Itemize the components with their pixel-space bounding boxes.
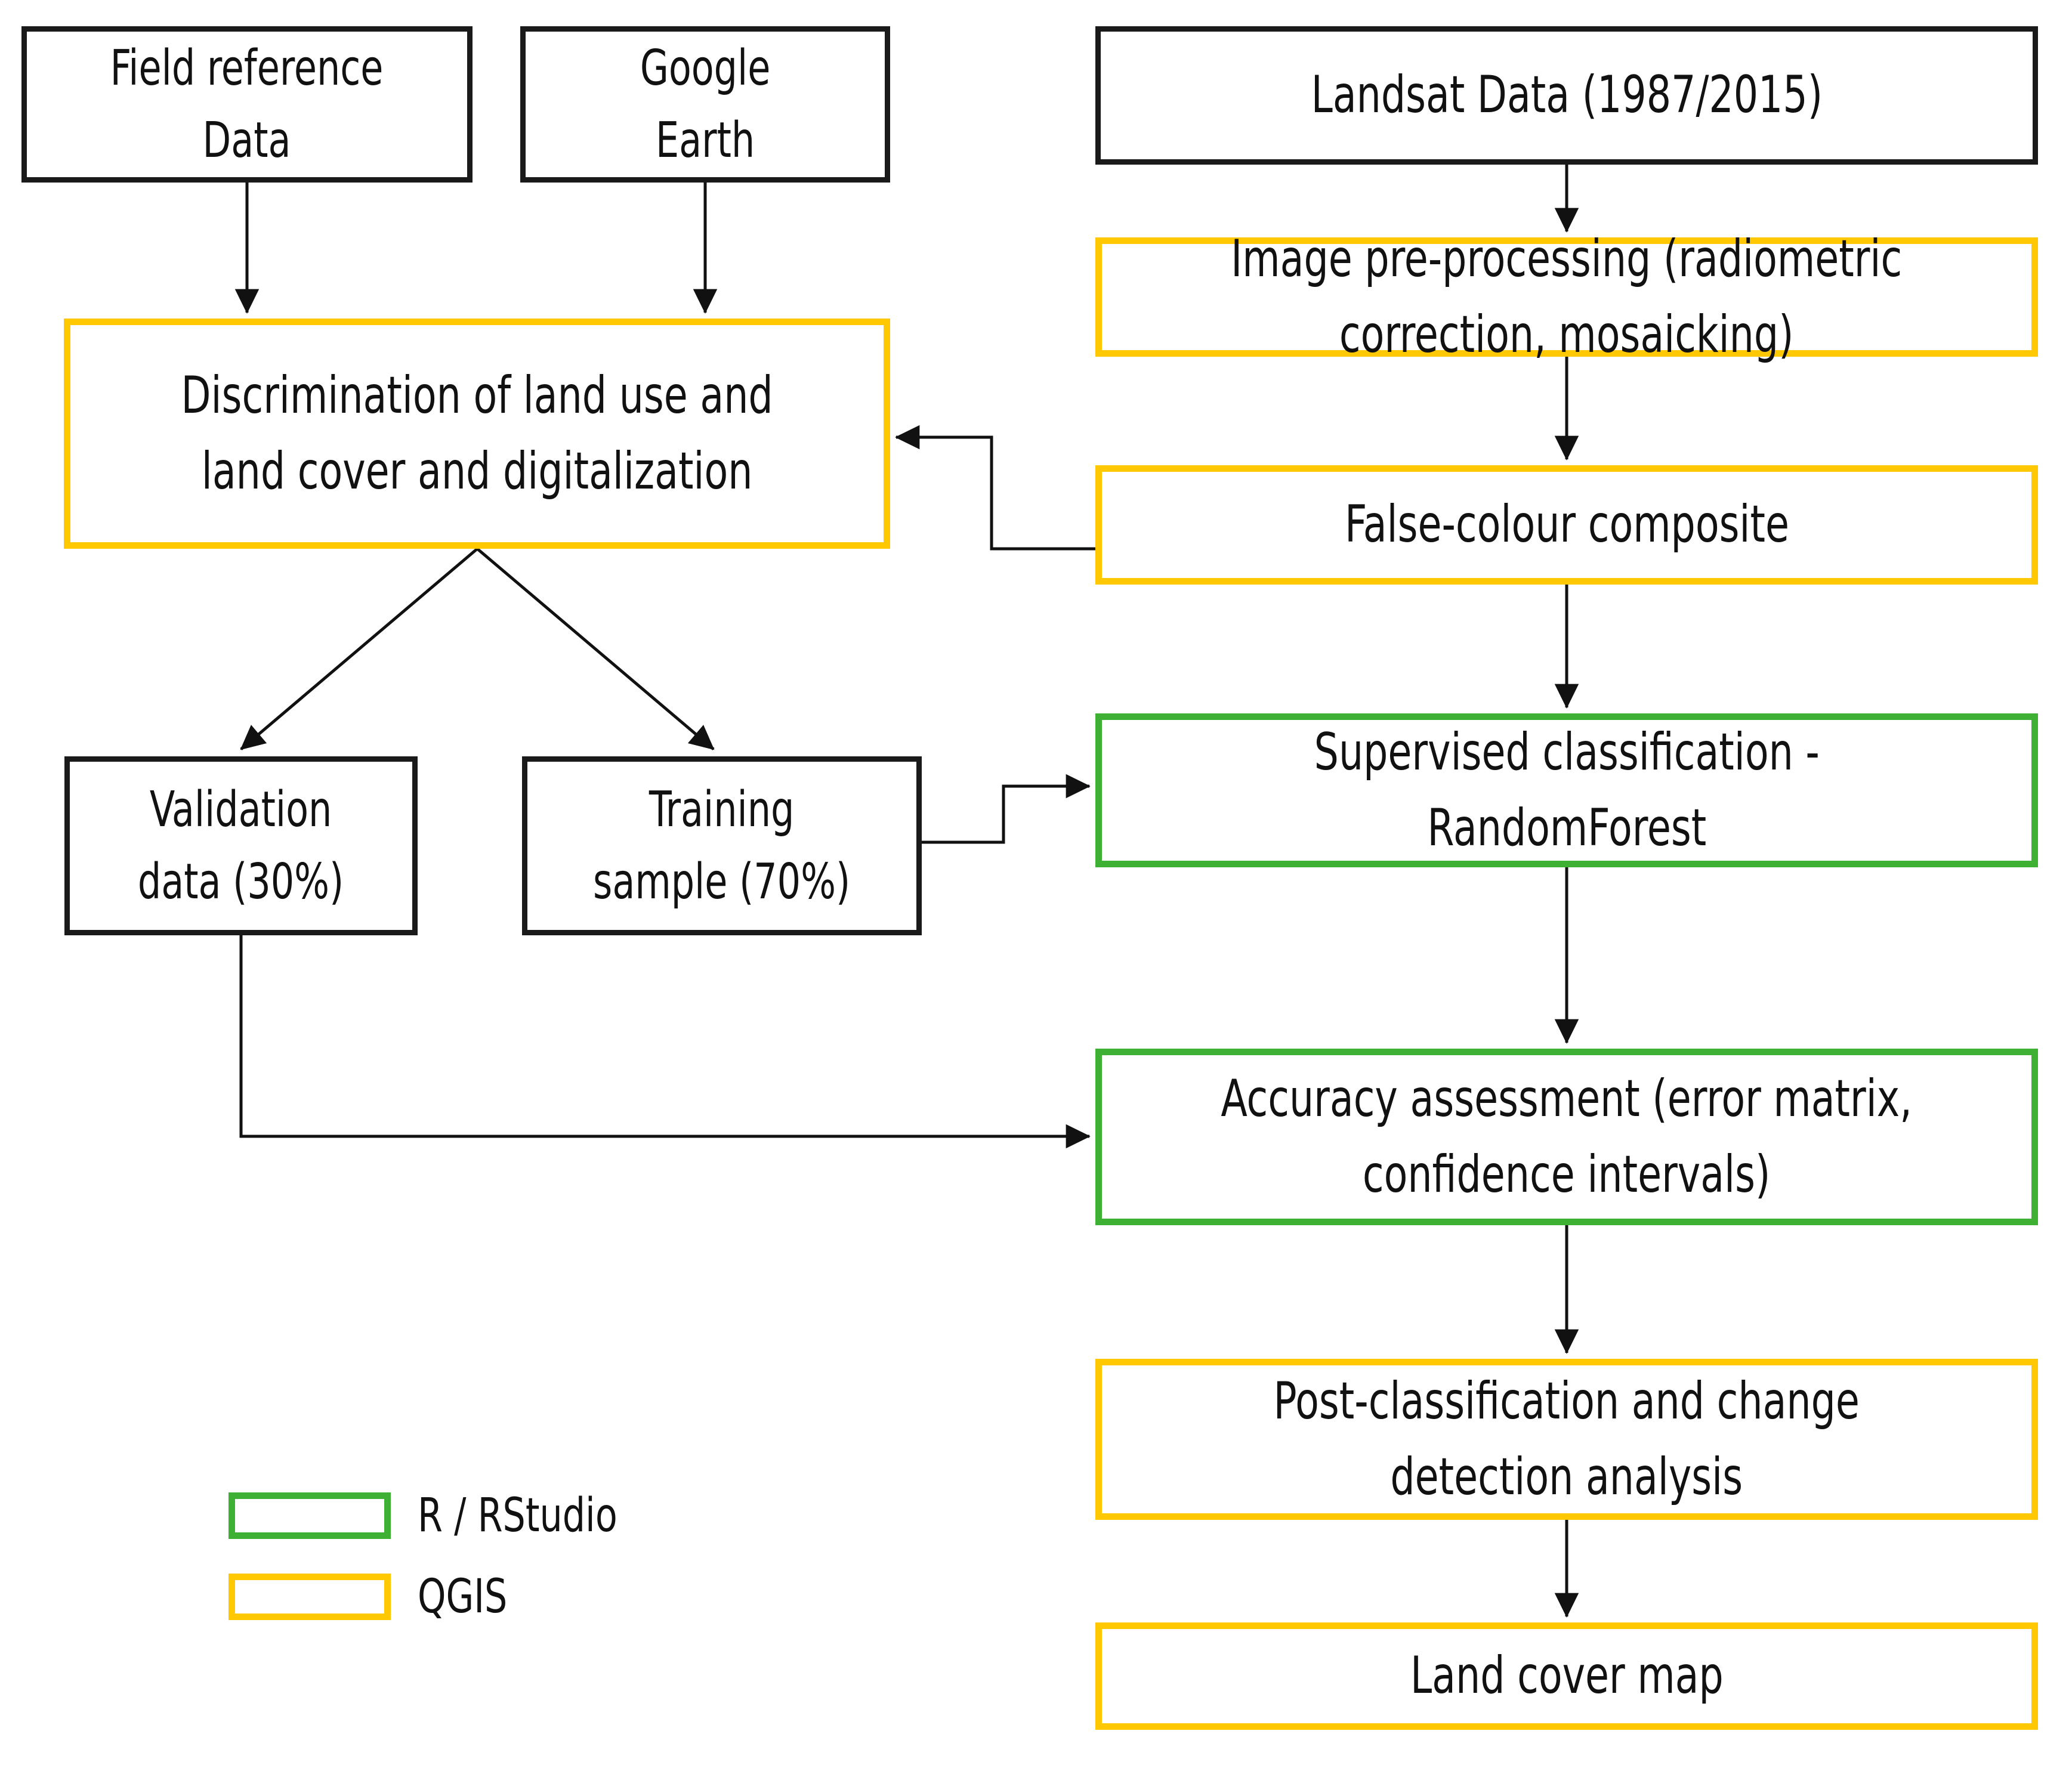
node-label: Discrimination of land use and land cove… [181, 365, 773, 501]
node-label: Training sample (70%) [593, 781, 851, 910]
connector-discrimination-to-training [476, 548, 715, 750]
node-supervised-classification[interactable]: Supervised classification - RandomForest [1095, 713, 2038, 867]
node-training-sample[interactable]: Training sample (70%) [522, 756, 922, 935]
node-label: Validation data (30%) [138, 781, 344, 910]
node-discrimination[interactable]: Discrimination of land use and land cove… [64, 319, 890, 549]
node-label: Supervised classification - RandomForest [1314, 722, 1820, 858]
node-validation-data[interactable]: Validation data (30%) [64, 756, 418, 935]
legend-text: QGIS [418, 1570, 508, 1624]
node-label: Field reference Data [110, 39, 384, 169]
node-accuracy-assessment[interactable]: Accuracy assessment (error matrix, confi… [1095, 1049, 2038, 1225]
node-label: Post-classification and change detection… [1273, 1371, 1860, 1507]
node-field-reference-data[interactable]: Field reference Data [21, 26, 473, 183]
node-label: Accuracy assessment (error matrix, confi… [1221, 1068, 1913, 1204]
node-landsat-data[interactable]: Landsat Data (1987/2015) [1095, 26, 2038, 165]
node-google-earth[interactable]: Google Earth [520, 26, 890, 183]
legend-swatch-qgis [228, 1574, 391, 1620]
connector-validation-to-accuracy [239, 935, 1091, 1149]
node-label: Landsat Data (1987/2015) [1311, 65, 1823, 125]
legend-label-r-rstudio: R / RStudio [418, 1489, 650, 1543]
node-label: Image pre-processing (radiometric correc… [1231, 228, 1903, 364]
connector-training-to-supervised [922, 774, 1091, 844]
connector-falsecolour-to-discrimination [895, 425, 1095, 551]
connector-discrimination-to-validation [240, 548, 478, 750]
node-false-colour-composite[interactable]: False-colour composite [1095, 465, 2038, 585]
legend-label-qgis: QGIS [418, 1570, 522, 1624]
legend-text: R / RStudio [418, 1489, 617, 1543]
legend-swatch-r-rstudio [228, 1492, 391, 1539]
node-label: Land cover map [1410, 1646, 1724, 1706]
node-land-cover-map[interactable]: Land cover map [1095, 1622, 2038, 1730]
node-label: False-colour composite [1344, 494, 1789, 555]
node-post-classification[interactable]: Post-classification and change detection… [1095, 1359, 2038, 1520]
node-image-pre-processing[interactable]: Image pre-processing (radiometric correc… [1095, 229, 2038, 364]
node-label: Google Earth [640, 39, 771, 169]
